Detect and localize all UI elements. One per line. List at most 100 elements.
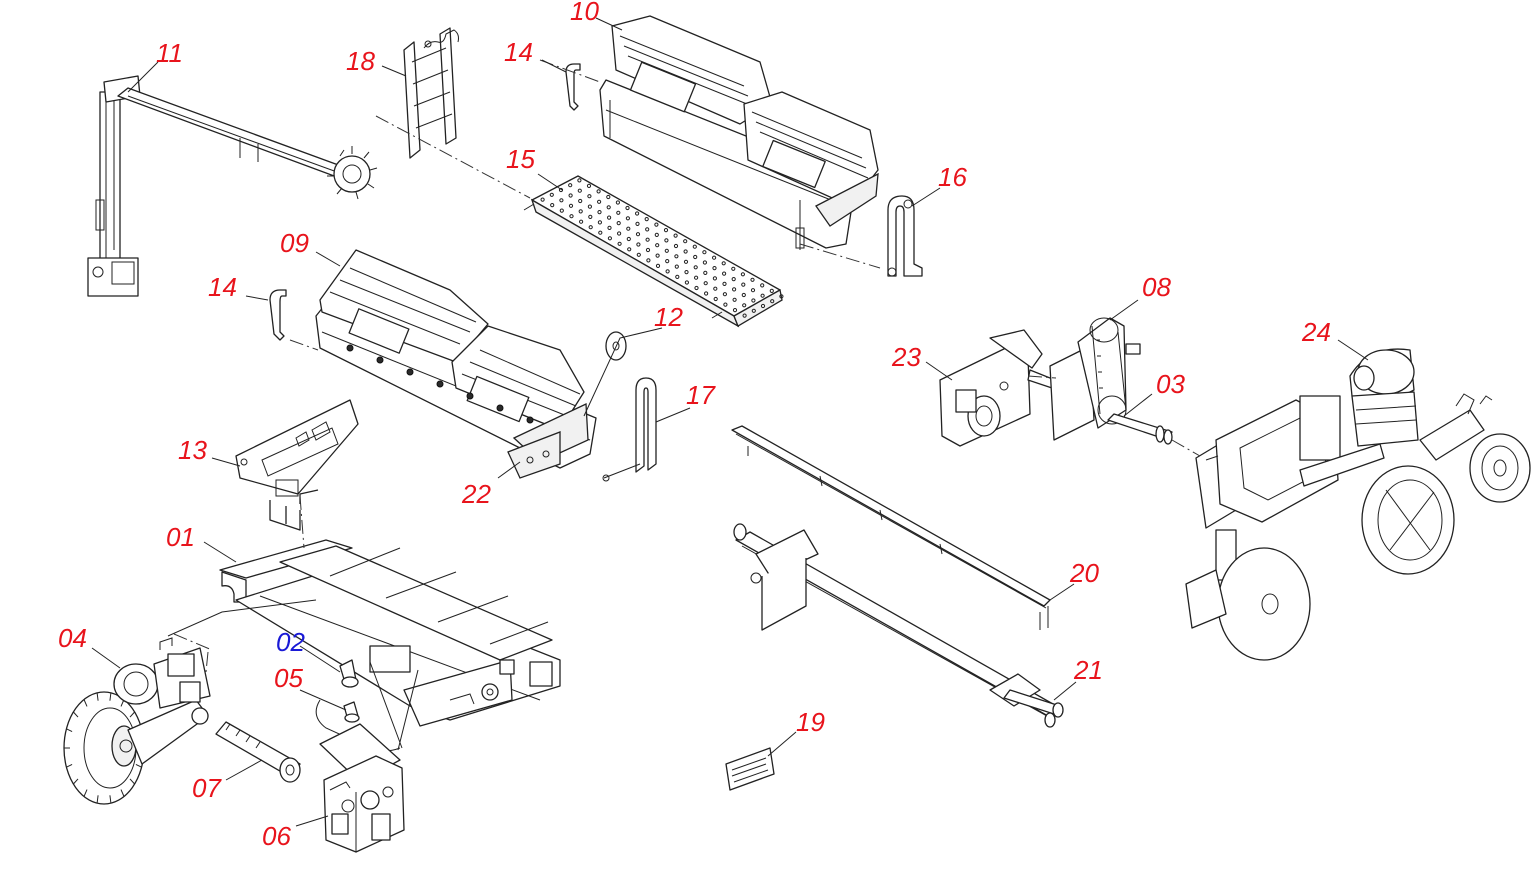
walkway-hole xyxy=(655,263,661,268)
walkway-hole xyxy=(626,226,631,231)
tread-lug xyxy=(135,763,142,768)
walkway-hole xyxy=(740,272,746,277)
label-20: 20 xyxy=(1069,558,1099,588)
label-24: 24 xyxy=(1301,317,1331,347)
walkway-hole xyxy=(664,238,669,243)
walkway-hole xyxy=(722,271,727,276)
walkway-hole xyxy=(673,243,679,249)
part-24-row-unit xyxy=(1185,348,1531,661)
walkway-hole xyxy=(645,247,651,253)
walkway-hole xyxy=(713,286,718,291)
label-11: 11 xyxy=(156,38,183,68)
part-13-bracket xyxy=(235,399,359,531)
walkway-hole xyxy=(683,239,688,244)
walkway-hole xyxy=(684,280,690,285)
walkway-hole xyxy=(588,225,593,230)
tread-lug xyxy=(120,789,125,797)
walkway-hole xyxy=(692,244,697,249)
walkway-hole xyxy=(769,288,774,293)
walkway-hole xyxy=(684,270,689,275)
tread-lug xyxy=(96,692,99,701)
walkway-hole xyxy=(712,266,717,271)
walkway-hole xyxy=(607,225,612,230)
label-04: 04 xyxy=(58,623,87,653)
label-23: 23 xyxy=(891,342,921,372)
walkway-hole xyxy=(665,259,670,264)
part-18-ladder xyxy=(403,27,459,159)
tread-lug xyxy=(96,795,99,804)
hopper-bolt xyxy=(406,368,414,376)
label-06: 06 xyxy=(262,821,291,851)
label-01: 01 xyxy=(166,522,195,552)
walkway-hole xyxy=(742,313,747,318)
label-22: 22 xyxy=(461,479,491,509)
tread-lug xyxy=(109,692,112,701)
walkway-hole xyxy=(655,253,660,258)
walkway-hole xyxy=(760,303,766,309)
walkway-hole xyxy=(663,228,669,233)
walkway-hole xyxy=(616,210,621,215)
walkway-hole xyxy=(674,254,679,259)
label-19: 19 xyxy=(796,707,825,737)
walkway-hole xyxy=(597,210,602,215)
hopper-bolt xyxy=(346,344,354,352)
part-05-fitting xyxy=(343,701,360,723)
walkway-hole xyxy=(617,241,622,246)
tread-lug xyxy=(83,699,88,707)
label-16: 16 xyxy=(938,162,967,192)
walkway-hole xyxy=(549,192,554,197)
walkway-hole xyxy=(731,277,736,282)
walkway-hole xyxy=(712,255,717,260)
label-17: 17 xyxy=(686,380,716,410)
part-23-drive-motor xyxy=(939,329,1061,447)
part-20-long-rail xyxy=(731,425,1051,630)
part-04-ground-wheel xyxy=(63,637,211,805)
walkway-hole xyxy=(587,204,593,209)
walkway-hole xyxy=(577,178,582,183)
walkway-hole xyxy=(587,194,592,199)
part-07-drive-shaft xyxy=(215,721,301,783)
part-06-drive-unit xyxy=(315,699,405,853)
tread-lug xyxy=(109,795,112,804)
wheel-tread xyxy=(64,692,144,804)
walkway-hole xyxy=(693,254,698,260)
walkway-hole xyxy=(625,205,630,211)
walkway-hole xyxy=(636,242,641,247)
walkway-hole xyxy=(694,275,699,280)
tread-lug xyxy=(73,778,79,785)
label-07: 07 xyxy=(192,773,222,803)
walkway-hole xyxy=(751,308,756,313)
walkway-hole xyxy=(607,236,613,241)
walkway-hole xyxy=(742,303,747,308)
walkway-hole xyxy=(760,293,765,298)
walkway-hole xyxy=(722,292,728,297)
walkway-hole xyxy=(578,198,583,204)
walkway-hole xyxy=(712,276,718,281)
walkway-hole xyxy=(607,215,612,220)
walkway-hole xyxy=(732,297,737,302)
tread-lug xyxy=(129,711,135,718)
walkway-hole xyxy=(645,227,650,232)
walkway-hole xyxy=(713,296,718,302)
walkway-hole xyxy=(615,200,621,205)
hopper-bolt xyxy=(436,380,444,388)
walkway-hole xyxy=(644,217,649,222)
walkway-hole xyxy=(568,183,573,188)
walkway-hole xyxy=(683,249,688,254)
label-18: 18 xyxy=(346,46,375,76)
label-15: 15 xyxy=(506,144,535,174)
walkway-hole xyxy=(694,285,699,291)
part-21-toolbar xyxy=(733,523,1064,728)
label-14-lower: 14 xyxy=(208,272,237,302)
tread-lug xyxy=(73,711,79,718)
walkway-hole xyxy=(664,248,669,253)
walkway-hole xyxy=(674,264,679,269)
label-09: 09 xyxy=(280,228,309,258)
label-13: 13 xyxy=(178,435,207,465)
part-03-shaft xyxy=(1107,413,1173,445)
walkway-hole xyxy=(577,188,582,193)
part-08-chain-drive xyxy=(1049,317,1141,441)
walkway-hole xyxy=(635,221,640,226)
walkway-hole xyxy=(732,287,737,292)
label-10: 10 xyxy=(570,0,599,26)
